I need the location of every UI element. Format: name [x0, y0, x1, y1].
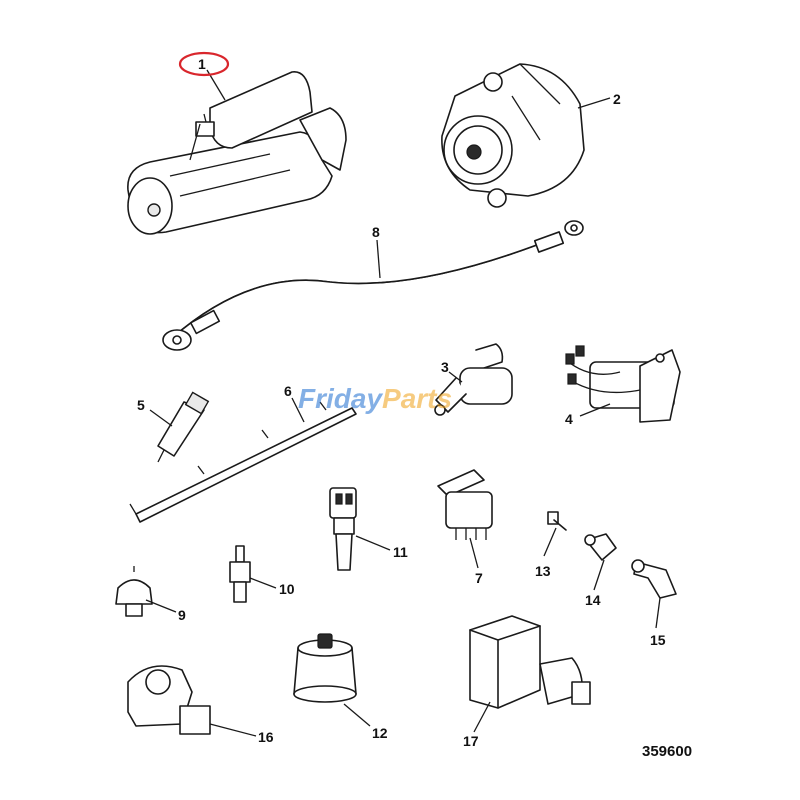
callout-11: 11 — [393, 544, 408, 560]
callout-17: 17 — [463, 733, 479, 749]
part-7-relay — [437, 469, 493, 540]
callout-8: 8 — [372, 224, 380, 240]
callout-6: 6 — [284, 383, 292, 399]
part-8-battery-cable — [162, 220, 584, 351]
part-11-pressure-switch — [329, 487, 357, 571]
callout-12: 12 — [372, 725, 388, 741]
reference-number: 359600 — [642, 743, 692, 760]
part-6-heater-bar — [129, 401, 357, 523]
part-10-temperature-sender — [229, 545, 251, 603]
callout-1: 1 — [198, 56, 206, 72]
part-15-connector — [631, 559, 677, 599]
part-17-valve — [469, 615, 591, 709]
callout-10: 10 — [279, 581, 295, 597]
part-1-starter-motor — [127, 71, 347, 235]
callout-15: 15 — [650, 632, 666, 648]
callout-2: 2 — [613, 91, 621, 107]
watermark: FridayParts — [298, 383, 452, 414]
watermark-part-b: Parts — [382, 383, 452, 414]
part-16-sensor — [127, 665, 211, 735]
part-9-pressure-sender — [115, 566, 153, 617]
callout-1-highlight — [178, 51, 230, 77]
watermark-part-a: Friday — [298, 383, 383, 414]
callout-16: 16 — [258, 729, 274, 745]
callout-7: 7 — [475, 570, 483, 586]
part-4-relay-bracket — [565, 345, 681, 423]
part-13-connector — [547, 511, 567, 531]
callout-3: 3 — [441, 359, 449, 375]
part-12-mounting — [293, 633, 357, 703]
part-2-alternator — [441, 63, 585, 208]
part-14-connector — [584, 533, 617, 561]
callout-13: 13 — [535, 563, 551, 579]
callout-4: 4 — [565, 411, 573, 427]
part-3-solenoid — [434, 343, 513, 416]
callout-5: 5 — [137, 397, 145, 413]
callout-14: 14 — [585, 592, 601, 608]
callout-9: 9 — [178, 607, 186, 623]
part-5-glow-plug — [157, 391, 210, 463]
